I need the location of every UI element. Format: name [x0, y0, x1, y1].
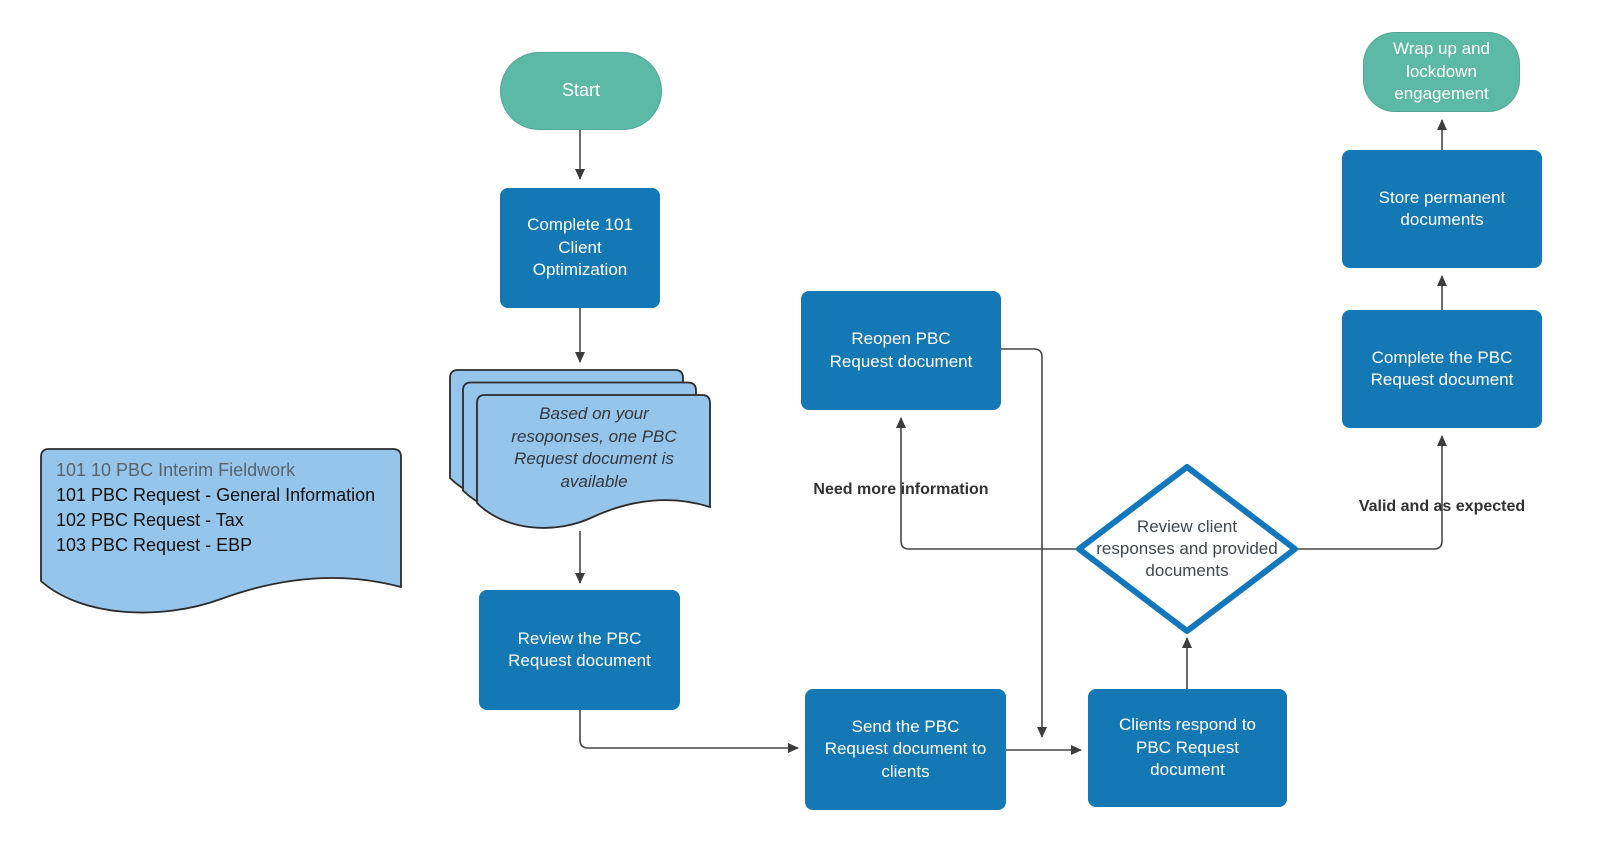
pbc-list-document-shape[interactable]	[38, 446, 406, 620]
document-stack-shape[interactable]	[444, 364, 716, 552]
node-start[interactable]: Start	[500, 52, 662, 130]
edge-label-valid-as-expected: Valid and as expected	[1358, 498, 1526, 515]
node-start-label: Start	[561, 80, 600, 101]
edge-label-need-more-information: Need more information	[813, 481, 989, 498]
decision-diamond-shape[interactable]	[1072, 458, 1302, 640]
